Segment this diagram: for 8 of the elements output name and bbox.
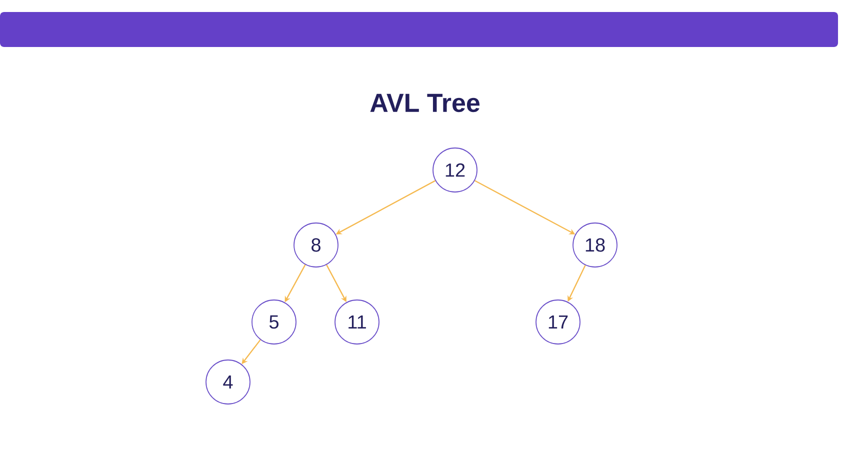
tree-node: 17 [536,300,580,344]
tree-node: 8 [294,222,338,268]
tree-node: 12 [432,148,478,192]
tree-node: 18 [572,222,618,268]
tree-node: 4 [206,360,250,404]
title: AVL Tree [370,94,480,112]
tree-node: 5 [252,300,296,344]
tree-node: 11 [334,300,380,344]
